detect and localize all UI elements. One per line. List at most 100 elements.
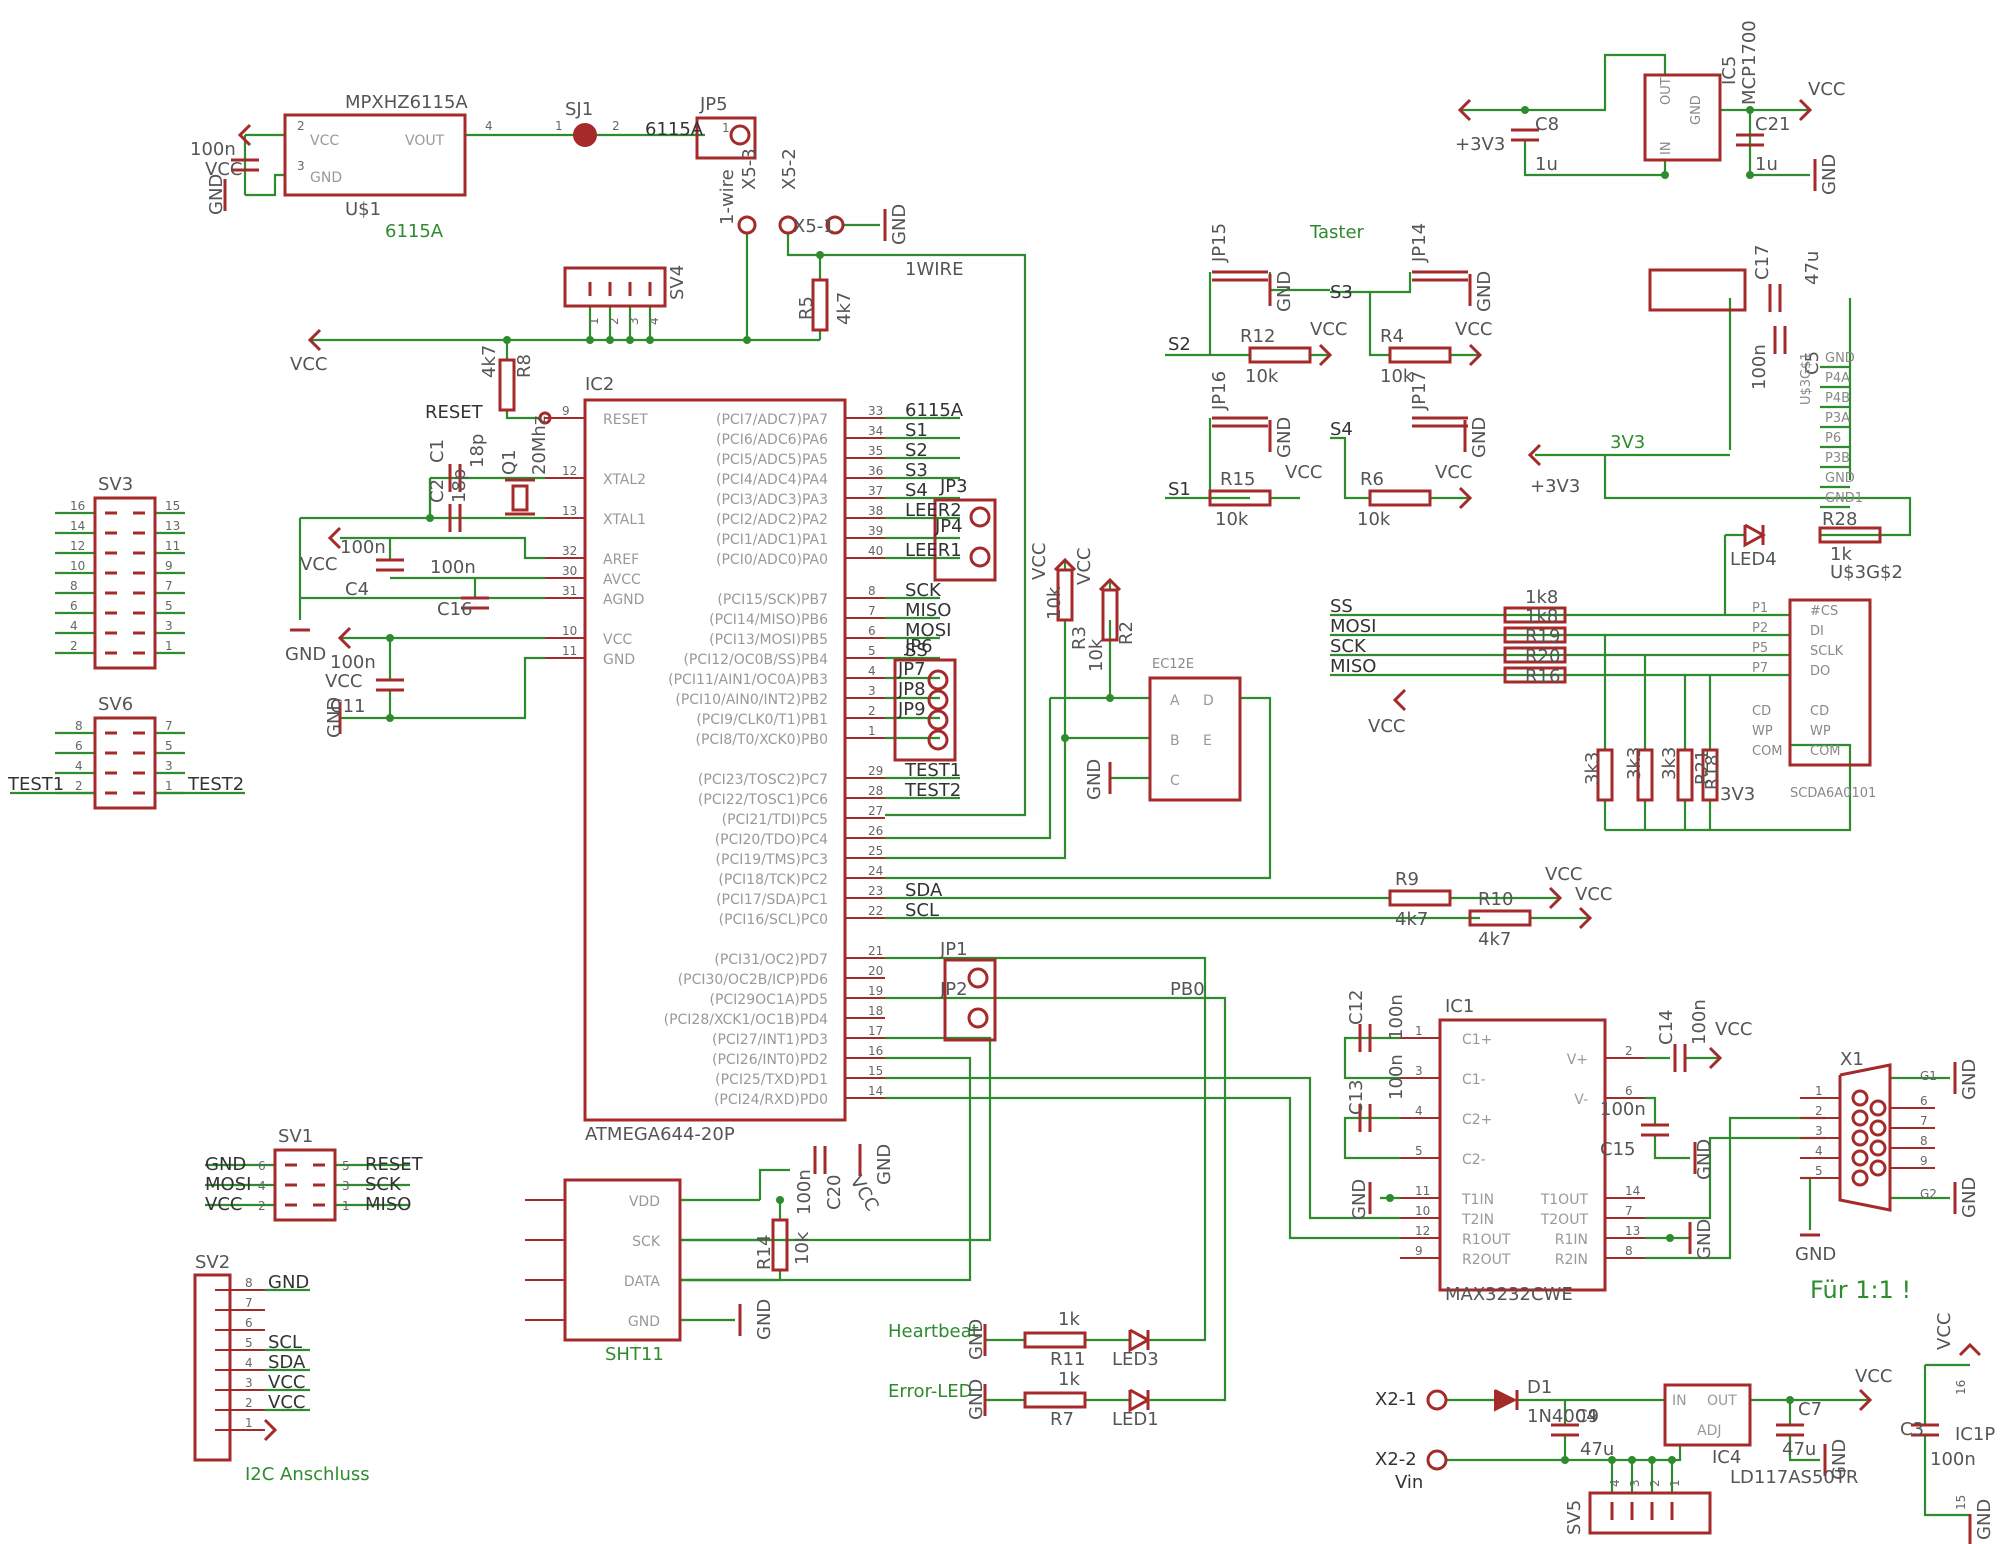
ic2-pin-number: 26	[868, 824, 883, 838]
ic2-pin-name: XTAL2	[603, 472, 646, 488]
ic2-net-label: SCL	[905, 900, 939, 921]
sv3-pin-number: 8	[70, 579, 78, 593]
ic2-pin-name: (PCI26/INT0)PD2	[712, 1052, 828, 1068]
junction-dot	[1661, 171, 1669, 179]
sd-com-gnd	[1605, 743, 1852, 832]
ic2-pin-name: (PCI4/ADC4)PA4	[716, 472, 828, 488]
junction-dot	[743, 336, 751, 344]
ic2-pin-name: GND	[603, 652, 635, 668]
ic1p-pin: 16	[1954, 1380, 1968, 1395]
c13-value: 100n	[1386, 1054, 1407, 1100]
net-test2: TEST2	[187, 774, 244, 795]
supply-arrow	[1578, 906, 1593, 930]
ic2-net-label: S4	[905, 480, 928, 501]
jp6-9-body	[893, 658, 957, 762]
sht11-body	[563, 1178, 682, 1342]
sv6-name: SV6	[98, 694, 133, 715]
x2-1-terminal	[1426, 1389, 1448, 1411]
ic2-pin-name: (PCI10/AIN0/INT2)PB2	[675, 692, 828, 708]
ic2-pin-name: (PCI30/OC2B/ICP)PD6	[678, 972, 828, 988]
sv5-pin-number: 4	[1608, 1479, 1622, 1487]
r4-value: 10k	[1380, 366, 1414, 387]
pulldown-resistor	[1596, 748, 1614, 802]
sv2-net: SDA	[268, 1352, 306, 1373]
sd-net: SCK	[1330, 636, 1367, 657]
sv3-pin-number: 9	[165, 559, 173, 573]
ic2-pin-name: (PCI22/TOSC1)PC6	[698, 792, 828, 808]
ic5-out	[1460, 53, 1667, 112]
net-gnd: GND	[1694, 1219, 1715, 1260]
ic1-pin-name: C2+	[1462, 1112, 1492, 1128]
net-gnd: GND	[1819, 154, 1840, 195]
c8-value: 1u	[1535, 154, 1558, 175]
net-p3v3: +3V3	[1455, 134, 1505, 155]
sv6-pin-number: 1	[165, 779, 173, 793]
c20-value: 100n	[794, 1169, 815, 1215]
ic2-pin-name: (PCI8/T0/XCK0)PB0	[696, 732, 828, 748]
net-gnd: GND	[1469, 417, 1490, 458]
x2-2-terminal	[1426, 1449, 1448, 1471]
sd-series-resistor	[1503, 646, 1567, 664]
ic1-pin-name: V+	[1567, 1052, 1588, 1068]
r6-value: 10k	[1357, 509, 1391, 530]
encoder-pin: B	[1170, 733, 1180, 749]
ic2-pin-number: 38	[868, 504, 883, 518]
x5-1-pin	[825, 215, 845, 235]
sv3-pin-number: 13	[165, 519, 180, 533]
q1-name: Q1	[499, 449, 520, 475]
sd-sw-left: CD	[1752, 704, 1771, 719]
sd-pin-name: P3B	[1825, 451, 1850, 466]
c7-value: 47u	[1782, 1439, 1816, 1460]
net-p3v3: +3V3	[1530, 476, 1580, 497]
sv1-pin-number: 5	[342, 1159, 350, 1173]
ic2-net-label: S1	[905, 420, 928, 441]
vminus	[1645, 1096, 1657, 1125]
led4-name: LED4	[1730, 549, 1777, 570]
ic2-pin-number: 29	[868, 764, 883, 778]
sht11-pin-name: DATA	[624, 1274, 660, 1290]
r12-name: R12	[1240, 326, 1275, 347]
ic2-pin-name: (PCI21/TDI)PC5	[722, 812, 828, 828]
sv6-pin-number: 6	[75, 739, 83, 753]
ic1-value: MAX3232CWE	[1445, 1284, 1573, 1305]
sd-ref: U$3G$1	[1799, 352, 1814, 405]
c21-value: 1u	[1755, 154, 1778, 175]
u1-value: 6115A	[385, 221, 444, 242]
pulldown-resistor	[1676, 748, 1694, 802]
ic1-pin-number: 3	[1415, 1064, 1423, 1078]
c1-name: C1	[427, 439, 448, 463]
s4-wire	[1330, 436, 1370, 500]
c15-value: 100n	[1600, 1099, 1646, 1120]
ic5-gnd-link	[1523, 140, 1667, 177]
net-vcc: VCC	[1934, 1313, 1955, 1350]
ic2-pin-number: 16	[868, 1044, 883, 1058]
sd-pin-name: P4B	[1825, 391, 1850, 406]
jp-pin	[927, 729, 949, 751]
sv1-net: RESET	[365, 1154, 424, 1175]
encoder-pin: C	[1170, 773, 1180, 789]
sv6-pin-number: 5	[165, 739, 173, 753]
net-vcc: VCC	[1855, 1366, 1892, 1387]
gnd-bus	[1446, 1445, 1682, 1462]
r10-name: R10	[1478, 889, 1513, 910]
sv1-pin-number: 6	[258, 1159, 266, 1173]
sv1-pin-number: 1	[342, 1199, 350, 1213]
ic4-name: IC4	[1712, 1447, 1741, 1468]
ic2-pin-number: 40	[868, 544, 883, 558]
sd-ref2: U$3G$2	[1830, 562, 1903, 583]
sj1-pin: 1	[555, 119, 563, 133]
d1-name: D1	[1527, 1377, 1552, 1398]
net-gnd: GND	[966, 1319, 987, 1360]
c17-name: C17	[1752, 245, 1773, 280]
ic2-net-label: LEER2	[905, 500, 962, 521]
ic1-pin-name: R1IN	[1555, 1232, 1588, 1248]
sv1-net: MISO	[365, 1194, 411, 1215]
sd-net: SS	[1330, 596, 1353, 617]
ic1-pin-name: V-	[1574, 1092, 1588, 1108]
r15-value: 10k	[1215, 509, 1249, 530]
ic2-pin-number: 27	[868, 804, 883, 818]
ic2-pin-number: 1	[868, 724, 876, 738]
net-vcc: VCC	[1435, 462, 1472, 483]
r-value: 1k8	[1525, 587, 1558, 608]
ic2-pin-number: 34	[868, 424, 883, 438]
